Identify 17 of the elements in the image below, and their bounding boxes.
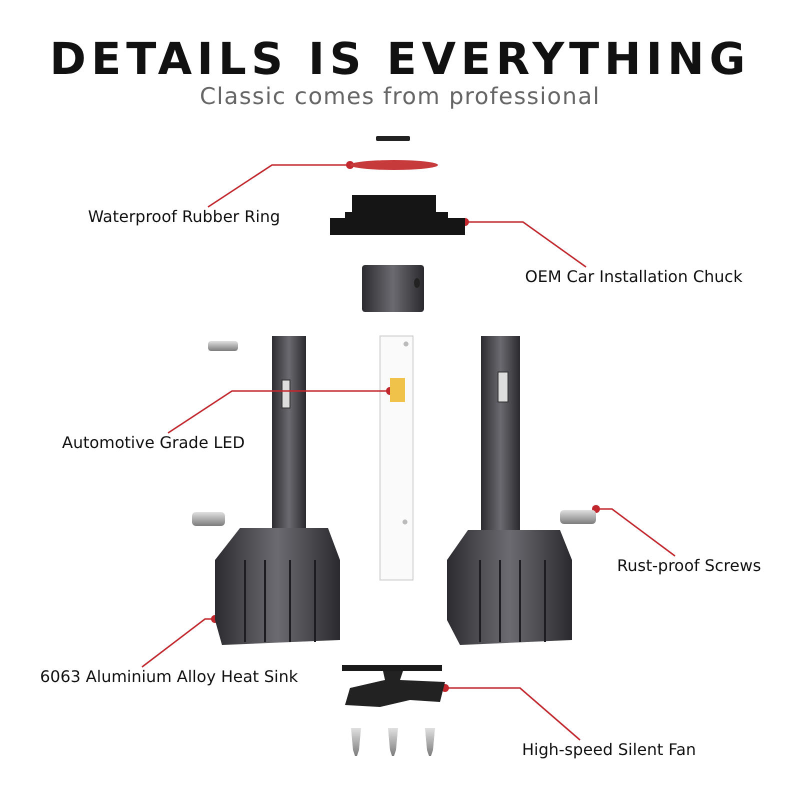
part-label: 6063 Aluminium Alloy Heat Sink — [40, 667, 298, 687]
title: DETAILS IS EVERYTHING — [48, 34, 752, 85]
screw — [560, 510, 596, 524]
cooling-fan — [342, 665, 445, 707]
led-chip — [390, 378, 405, 402]
subtitle: Classic comes from professional — [198, 84, 602, 110]
part-label: Rust-proof Screws — [617, 556, 762, 576]
leader-line — [441, 684, 580, 741]
part-label: Automotive Grade LED — [62, 433, 245, 453]
part-label: Waterproof Rubber Ring — [88, 207, 280, 227]
part-label: High-speed Silent Fan — [522, 740, 696, 760]
leader-line — [592, 505, 676, 557]
part-label: OEM Car Installation Chuck — [525, 267, 742, 287]
leader-line — [208, 161, 354, 208]
rubber-ring — [350, 160, 438, 170]
heat-sink — [215, 528, 340, 645]
installation-chuck — [330, 195, 465, 235]
